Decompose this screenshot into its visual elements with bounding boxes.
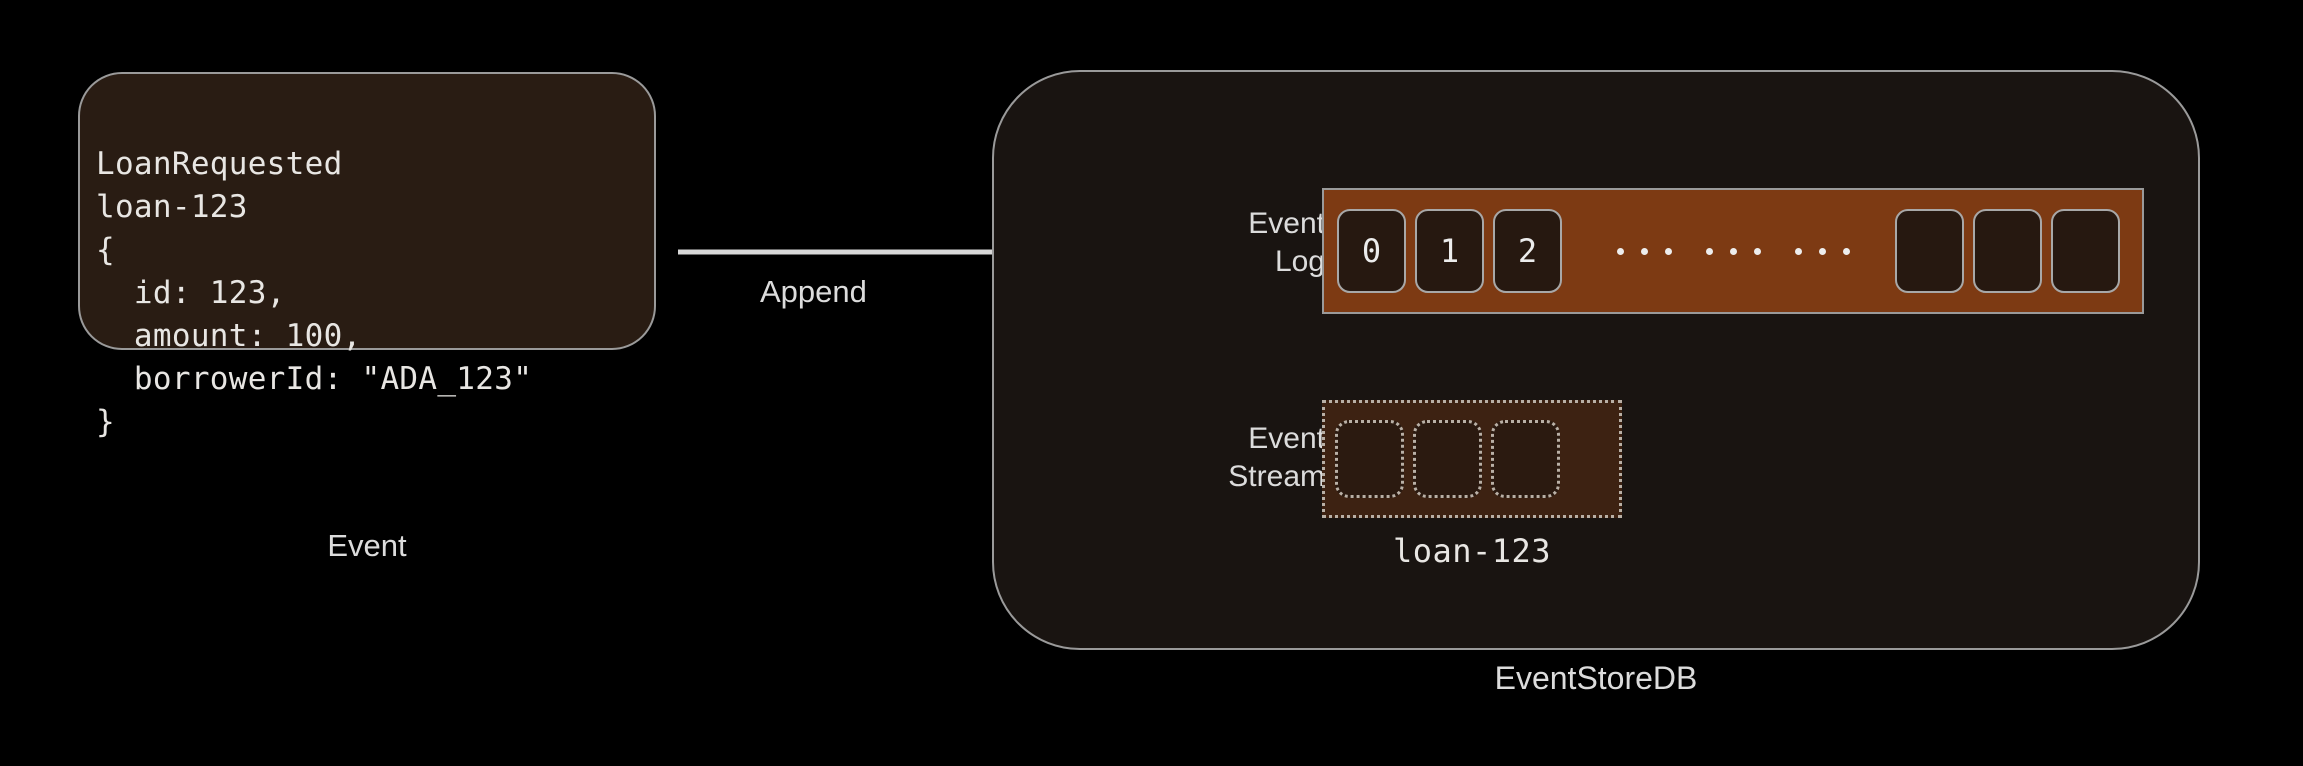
event-log-strip: 0 1 2 [1322,188,2144,314]
event-card-caption: Event [327,528,407,563]
ellipsis-dot-group [1705,247,1761,255]
ellipsis-dot [1616,247,1624,255]
event-log-cell-empty [2051,209,2120,293]
ellipsis-dot [1705,247,1713,255]
event-log-label: Event Log [1248,207,1325,278]
event-payload-code: LoanRequested loan-123 { id: 123, amount… [96,146,533,440]
event-log-cell: 2 [1493,209,1562,293]
ellipsis-dot [1753,247,1761,255]
event-stream-cell-empty [1335,420,1404,498]
ellipsis-dot [1729,247,1737,255]
ellipsis-dot-group [1616,247,1672,255]
event-log-ellipsis [1575,247,1891,255]
event-stream-cell-empty [1413,420,1482,498]
event-stream-group: loan-123 [1322,400,1622,570]
append-label: Append [760,274,867,309]
ellipsis-dot [1794,247,1802,255]
event-log-cell-empty [1973,209,2042,293]
ellipsis-dot [1640,247,1648,255]
ellipsis-dot [1818,247,1826,255]
event-stream-strip [1322,400,1622,518]
ellipsis-dot [1664,247,1672,255]
event-log-cell-empty [1895,209,1964,293]
eventstoredb-caption: EventStoreDB [1494,660,1698,696]
event-card [78,72,656,350]
ellipsis-dot-group [1794,247,1850,255]
ellipsis-dot [1842,247,1850,255]
event-stream-label: Event Stream [1228,422,1325,493]
event-stream-caption: loan-123 [1392,532,1552,570]
event-log-cell: 1 [1415,209,1484,293]
event-log-cell: 0 [1337,209,1406,293]
eventstoredb-panel [992,70,2200,650]
event-stream-cell-empty [1491,420,1560,498]
